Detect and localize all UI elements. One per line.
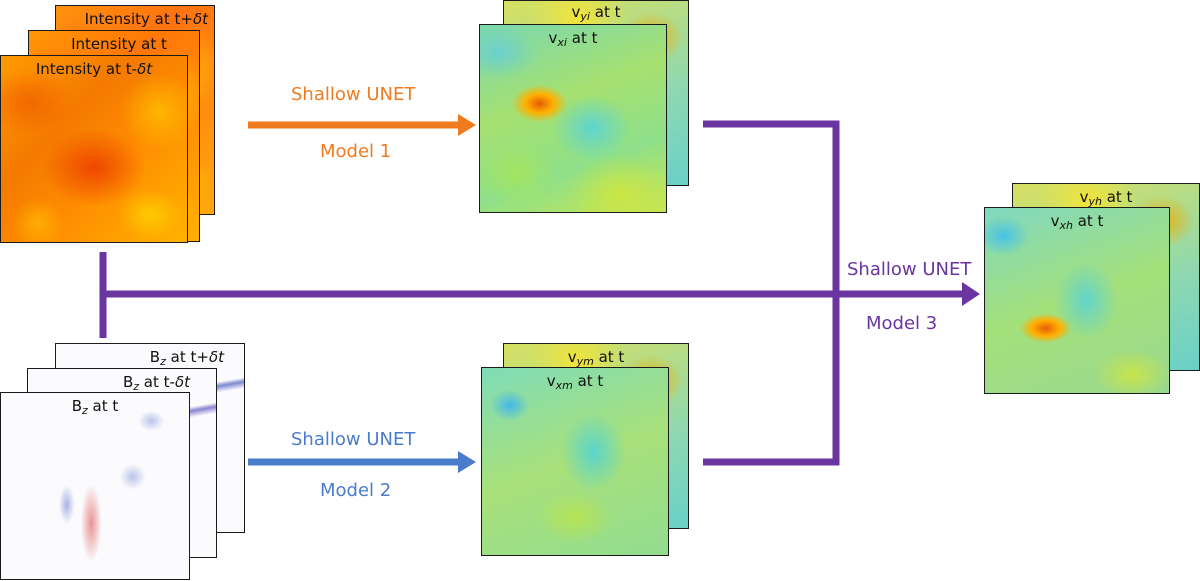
model1-label: Model 1 xyxy=(320,141,392,162)
bz-label-middle: Bz at t-δt xyxy=(122,373,190,393)
vyi-label: vyi at t xyxy=(571,3,621,23)
model1-name: Shallow UNET xyxy=(291,84,416,105)
model2-name: Shallow UNET xyxy=(291,429,416,450)
vym-label: vym at t xyxy=(567,348,625,368)
vxh-label: vxh at t xyxy=(1050,212,1104,232)
vxi-label: vxi at t xyxy=(548,29,598,49)
model1-arrow xyxy=(248,114,476,136)
bz-panel-front: Bz at t xyxy=(0,392,190,580)
vxm-panel: vxm at t xyxy=(481,367,669,556)
vyh-label: vyh at t xyxy=(1079,188,1133,208)
model2-label: Model 2 xyxy=(320,480,392,501)
bz-label-front: Bz at t xyxy=(71,397,119,417)
intensity-label-middle: Intensity at t xyxy=(71,35,167,53)
model3-name: Shallow UNET xyxy=(847,259,972,280)
vxh-panel: vxh at t xyxy=(984,207,1170,394)
intensity-label-back: Intensity at t+δt xyxy=(84,10,208,28)
model2-arrow xyxy=(248,451,476,473)
model3-merge-lines xyxy=(99,120,965,466)
intensity-label-front: Intensity at t-δt xyxy=(35,60,153,78)
bz-label-back: Bz at t+δt xyxy=(149,348,224,368)
model3-label: Model 3 xyxy=(866,313,938,334)
model3-arrowhead xyxy=(962,282,980,306)
intensity-panel-front: Intensity at t-δt xyxy=(0,55,188,243)
vxi-panel: vxi at t xyxy=(479,24,667,213)
vxm-label: vxm at t xyxy=(546,372,604,392)
